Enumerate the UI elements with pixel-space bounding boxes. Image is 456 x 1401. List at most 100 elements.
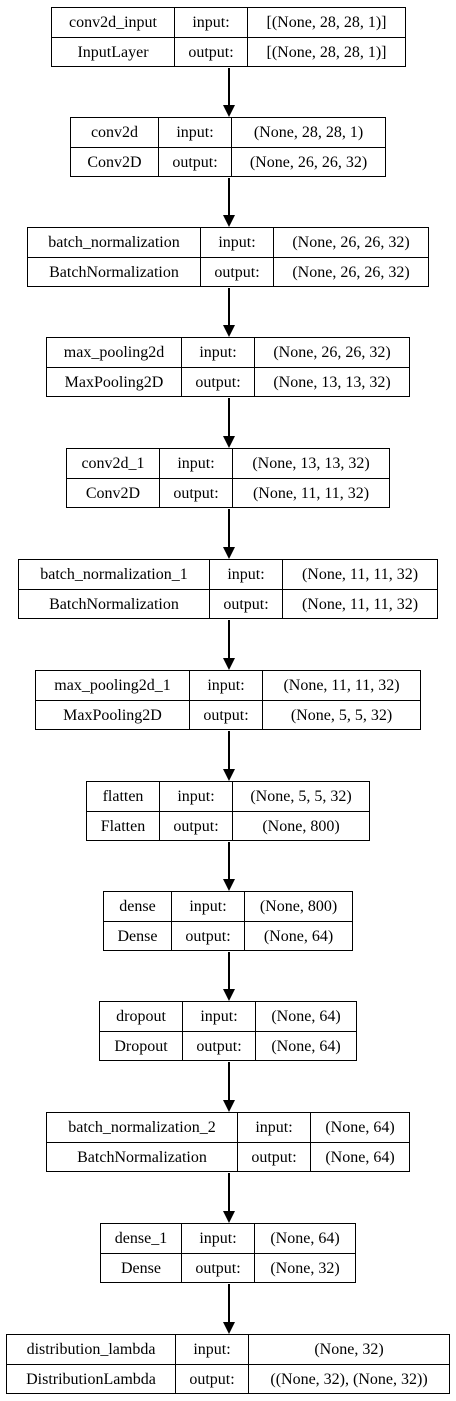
column-divider — [237, 1113, 238, 1171]
layer-node: conv2d Conv2D input: output: (None, 28, … — [70, 117, 386, 177]
row-divider — [47, 367, 409, 368]
input-label: input: — [192, 13, 230, 31]
column-divider — [262, 671, 263, 729]
input-shape: [(None, 28, 28, 1)] — [266, 13, 387, 31]
input-label: input: — [207, 676, 245, 694]
column-divider — [181, 338, 182, 396]
layer-type: Flatten — [100, 817, 146, 835]
output-shape: (None, 5, 5, 32) — [290, 706, 393, 724]
layer-type: Conv2D — [87, 153, 142, 171]
column-divider — [231, 118, 232, 176]
row-divider — [100, 1031, 356, 1032]
column-divider — [254, 338, 255, 396]
input-label: input: — [189, 897, 227, 915]
row-divider — [52, 37, 405, 38]
output-shape: [(None, 28, 28, 1)] — [266, 43, 387, 61]
column-divider — [159, 449, 160, 507]
column-divider — [244, 892, 245, 950]
output-shape: (None, 64) — [263, 927, 334, 945]
column-divider — [158, 118, 159, 176]
flow-arrow — [223, 68, 235, 117]
column-divider — [175, 1335, 176, 1393]
output-label: output: — [188, 43, 234, 61]
layer-node: max_pooling2d_1 MaxPooling2D input: outp… — [35, 670, 421, 730]
input-shape: (None, 26, 26, 32) — [273, 343, 391, 361]
layer-node: flatten Flatten input: output: (None, 5,… — [86, 781, 370, 841]
flow-arrow — [223, 620, 235, 670]
layer-name: batch_normalization_1 — [40, 565, 188, 583]
column-divider — [182, 1002, 183, 1060]
output-label: output: — [195, 1259, 241, 1277]
flow-arrow — [223, 731, 235, 781]
flow-arrow — [223, 842, 235, 891]
layer-type: DistributionLambda — [26, 1370, 156, 1388]
output-label: output: — [223, 595, 269, 613]
column-divider — [247, 8, 248, 66]
column-divider — [310, 1113, 311, 1171]
output-shape: (None, 13, 13, 32) — [273, 373, 391, 391]
layer-name: dense — [119, 897, 156, 915]
input-shape: (None, 11, 11, 32) — [283, 676, 400, 694]
input-label: input: — [227, 565, 265, 583]
column-divider — [282, 560, 283, 618]
input-label: input: — [177, 787, 215, 805]
layer-name: max_pooling2d — [63, 343, 165, 361]
input-label: input: — [218, 233, 256, 251]
input-shape: (None, 11, 11, 32) — [301, 565, 419, 583]
layer-type: BatchNormalization — [49, 263, 179, 281]
output-label: output: — [173, 484, 219, 502]
output-shape: (None, 64) — [271, 1037, 341, 1055]
output-label: output: — [185, 927, 231, 945]
output-label: output: — [195, 373, 241, 391]
output-label: output: — [214, 263, 260, 281]
layer-type: Dense — [117, 927, 158, 945]
layer-type: MaxPooling2D — [63, 706, 162, 724]
column-divider — [174, 8, 175, 66]
layer-node: dropout Dropout input: output: (None, 64… — [99, 1001, 357, 1061]
layer-name: conv2d_1 — [81, 454, 145, 472]
input-shape: (None, 26, 26, 32) — [292, 233, 410, 251]
column-divider — [248, 1335, 249, 1393]
row-divider — [28, 257, 428, 258]
column-divider — [232, 782, 233, 840]
output-label: output: — [196, 1037, 242, 1055]
row-divider — [67, 478, 389, 479]
input-label: input: — [199, 343, 237, 361]
row-divider — [101, 1253, 355, 1254]
row-divider — [47, 1142, 409, 1143]
column-divider — [159, 782, 160, 840]
output-shape: (None, 32) — [270, 1259, 340, 1277]
layer-node: max_pooling2d MaxPooling2D input: output… — [46, 337, 410, 397]
flow-arrow — [223, 1062, 235, 1112]
layer-name: distribution_lambda — [26, 1340, 156, 1358]
layer-name: flatten — [102, 787, 144, 805]
column-divider — [273, 228, 274, 286]
output-shape: (None, 11, 11, 32) — [252, 484, 370, 502]
output-label: output: — [172, 153, 218, 171]
row-divider — [19, 589, 437, 590]
column-divider — [255, 1002, 256, 1060]
layer-type: BatchNormalization — [49, 595, 179, 613]
input-label: input: — [255, 1118, 293, 1136]
layer-type: BatchNormalization — [77, 1148, 207, 1166]
output-label: output: — [251, 1148, 297, 1166]
flow-arrow — [223, 178, 235, 227]
input-label: input: — [200, 1007, 238, 1025]
output-shape: (None, 800) — [262, 817, 340, 835]
layer-node: batch_normalization BatchNormalization i… — [27, 227, 429, 287]
layer-type: Dropout — [114, 1037, 168, 1055]
flow-arrow — [223, 952, 235, 1001]
output-shape: (None, 11, 11, 32) — [301, 595, 419, 613]
layer-node: conv2d_input InputLayer input: output: [… — [51, 7, 406, 67]
output-shape: (None, 26, 26, 32) — [292, 263, 410, 281]
flow-arrow — [223, 1284, 235, 1334]
column-divider — [200, 228, 201, 286]
input-label: input: — [176, 123, 214, 141]
layer-name: max_pooling2d_1 — [54, 676, 171, 694]
flow-arrow — [223, 398, 235, 448]
row-divider — [87, 811, 369, 812]
layer-name: batch_normalization_2 — [68, 1118, 216, 1136]
layer-name: dropout — [116, 1007, 166, 1025]
input-label: input: — [199, 1229, 237, 1247]
column-divider — [254, 1224, 255, 1282]
